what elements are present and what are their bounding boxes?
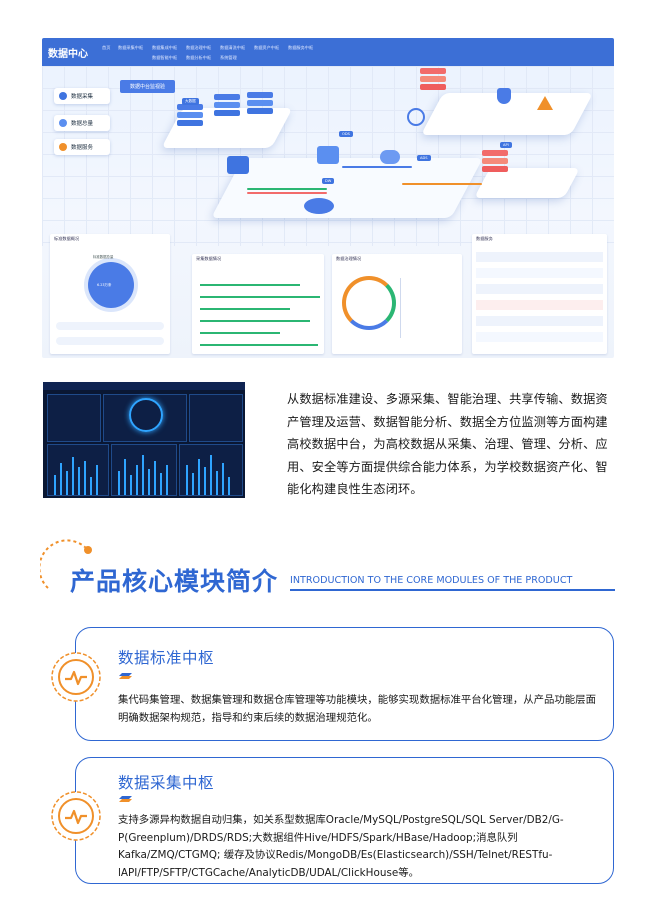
bar: [200, 308, 290, 310]
node-tag: ODS: [339, 131, 353, 137]
node-tag: 大数据: [182, 98, 199, 105]
pulse-badge-icon: [51, 791, 101, 841]
governance-panel: 数据治理情况: [332, 254, 462, 354]
side-button-label: 数据服务: [71, 145, 94, 151]
overview-center-value: 6.23万条: [97, 283, 112, 287]
user-icon: [59, 119, 67, 127]
server-icon: [177, 104, 203, 128]
donut-chart: [342, 276, 396, 330]
nav-item[interactable]: 数据分析中枢: [186, 55, 212, 60]
section-decoration-icon: [40, 539, 92, 589]
stat-row: [56, 322, 164, 330]
service-row: [476, 332, 603, 342]
layers-icon: [119, 673, 132, 679]
node-tag: ADS: [417, 155, 431, 161]
node-tag: API: [500, 142, 512, 148]
server-icon: [482, 150, 508, 174]
service-row: [476, 284, 603, 294]
bar: [200, 296, 320, 298]
dashboard-topbar: 数据中心 首页 数据采集中枢 数据集成中枢 数据治理中枢 数据清洗中枢 数据资产…: [42, 38, 614, 66]
bar: [200, 332, 280, 334]
dashboard-logo: 数据中心: [48, 49, 88, 60]
service-icon: [59, 143, 67, 151]
overview-center-label: 标准数据总量: [93, 255, 114, 259]
cube-icon: [227, 156, 249, 174]
nav-item[interactable]: 数据服务中枢: [288, 45, 314, 50]
timeline: [400, 278, 456, 338]
panel-title: 标准数据概况: [54, 236, 80, 241]
section-underline: [290, 589, 615, 591]
intro-paragraph: 从数据标准建设、多源采集、智能治理、共享传输、数据资产管理及运营、数据智能分析、…: [287, 392, 608, 496]
monitor-topbar: [43, 382, 245, 390]
warning-icon: [537, 96, 553, 110]
service-row: [476, 316, 603, 326]
server-icon: [247, 92, 273, 116]
monitor-panel: [47, 394, 101, 442]
monitor-bar-chart: [179, 444, 243, 496]
database-icon: [59, 92, 67, 100]
monitor-bar-chart: [47, 444, 109, 496]
cloud-icon: [380, 150, 400, 164]
side-button-collect[interactable]: 数据采集: [54, 88, 110, 104]
cube-icon: [317, 146, 339, 164]
bar: [200, 284, 300, 286]
monitor-panel: [189, 394, 243, 442]
dashboard-banner: 数据中台监视验: [120, 80, 176, 93]
stat-row: [56, 337, 164, 345]
total-ring: [88, 262, 134, 308]
bar: [200, 344, 318, 346]
module-card-standard: 数据标准中枢 集代码集管理、数据集管理和数据仓库管理等功能模块，能够实现数据标准…: [75, 627, 614, 741]
overview-panel: 标准数据概况 标准数据总量 6.23万条: [50, 234, 170, 354]
monitor-screenshot: [43, 382, 245, 498]
collection-panel: 采集数据情况: [192, 254, 324, 354]
nav-item[interactable]: 首页: [102, 45, 111, 50]
dashboard-screenshot: 数据中心 首页 数据采集中枢 数据集成中枢 数据治理中枢 数据清洗中枢 数据资产…: [42, 38, 614, 358]
service-row: [476, 268, 603, 278]
panel-title: 数据治理情况: [336, 256, 362, 261]
bar: [200, 320, 310, 322]
database-cylinder-icon: [304, 198, 334, 214]
nav-item[interactable]: 数据清洗中枢: [220, 45, 246, 50]
side-button-label: 数据采集: [71, 94, 94, 100]
nav-item[interactable]: 数据治理中枢: [186, 45, 212, 50]
service-row: [476, 300, 603, 310]
flow-line: [247, 192, 327, 194]
module-title: 数据标准中枢: [118, 649, 215, 667]
panel-title: 数据服务: [476, 236, 493, 241]
nav-item[interactable]: 系统管理: [220, 55, 237, 60]
flow-line: [247, 188, 327, 190]
flow-line: [342, 166, 412, 168]
module-title: 数据采集中枢: [118, 774, 215, 792]
nav-item[interactable]: 数据集成中枢: [152, 45, 178, 50]
globe-icon: [129, 398, 163, 432]
nav-item[interactable]: 数据采集中枢: [118, 45, 144, 50]
module-description: 集代码集管理、数据集管理和数据仓库管理等功能模块，能够实现数据标准平台化管理，从…: [118, 694, 596, 724]
side-button-total[interactable]: 数据总量: [54, 115, 110, 131]
service-row: [476, 252, 603, 262]
monitor-bar-chart: [111, 444, 177, 496]
side-button-label: 数据总量: [71, 121, 94, 127]
flow-line: [402, 183, 482, 185]
wifi-icon: [407, 108, 425, 126]
shield-icon: [497, 88, 511, 104]
service-panel: 数据服务: [472, 234, 607, 354]
nav-item[interactable]: 数据智能中枢: [152, 55, 178, 60]
server-icon: [420, 68, 446, 92]
section-subtitle: INTRODUCTION TO THE CORE MODULES OF THE …: [290, 575, 573, 586]
module-description: 支持多源异构数据自动归集，如关系型数据库Oracle/MySQL/Postgre…: [118, 814, 564, 879]
server-icon: [214, 94, 240, 118]
nav-item[interactable]: 数据资产中枢: [254, 45, 280, 50]
layers-icon: [119, 796, 132, 802]
module-card-collection: 数据采集中枢 支持多源异构数据自动归集，如关系型数据库Oracle/MySQL/…: [75, 757, 614, 884]
node-tag: DW: [322, 178, 335, 184]
panel-title: 采集数据情况: [196, 256, 222, 261]
section-title: 产品核心模块简介: [70, 567, 279, 596]
side-button-service[interactable]: 数据服务: [54, 139, 110, 155]
pulse-badge-icon: [51, 652, 101, 702]
